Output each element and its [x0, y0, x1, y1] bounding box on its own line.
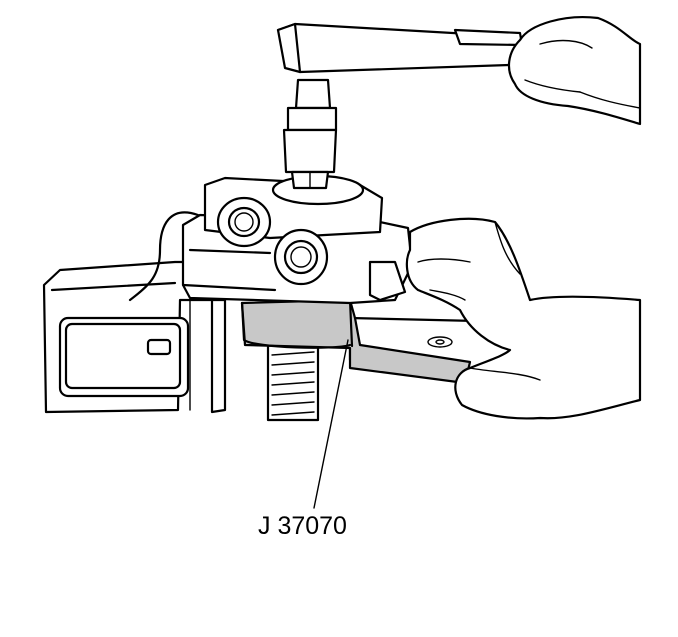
callout-leader-line: [313, 339, 349, 509]
vise-body: [42, 260, 227, 414]
tool-callout-label: J 37070: [258, 512, 347, 540]
ratchet-handle: [276, 22, 542, 74]
cable: [128, 211, 200, 302]
upper-hand: [507, 16, 642, 126]
lower-hand: [405, 217, 642, 420]
valve-body: [181, 174, 414, 305]
threaded-shaft: [266, 343, 320, 422]
socket-extension: [282, 78, 338, 190]
